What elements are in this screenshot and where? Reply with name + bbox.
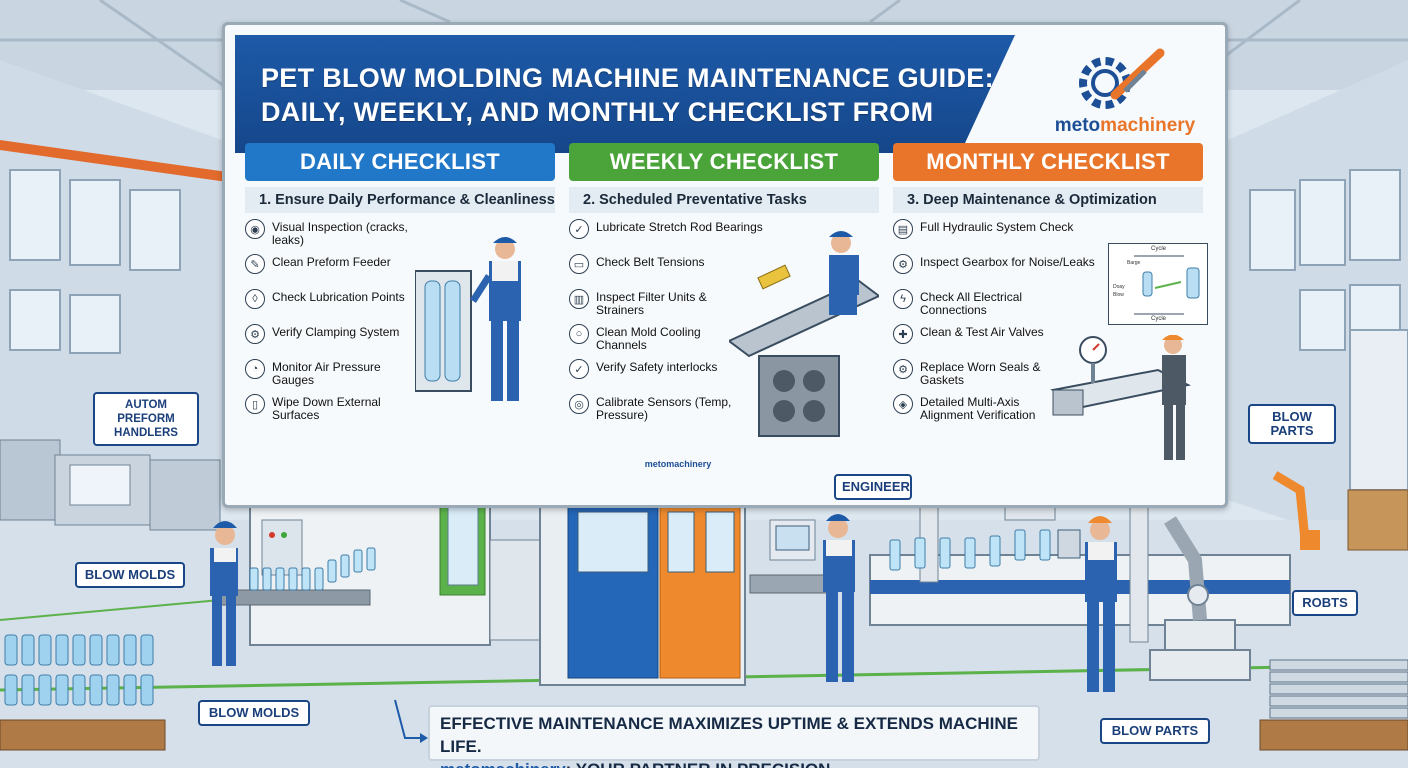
weekly-heading: WEEKLY CHECKLIST	[569, 143, 879, 181]
engineer-right	[1057, 516, 1117, 692]
bottom-banner: EFFECTIVE MAINTENANCE MAXIMIZES UPTIME &…	[428, 705, 1040, 768]
monthly-column: MONTHLY CHECKLIST 3. Deep Maintenance & …	[893, 143, 1208, 503]
spray-icon: ▯	[245, 394, 265, 414]
label-blow-molds-2: BLOW MOLDS	[198, 700, 310, 726]
page-title: PET BLOW MOLDING MACHINE MAINTENANCE GUI…	[261, 63, 994, 93]
weekly-subheading: 2. Scheduled Preventative Tasks	[569, 187, 879, 213]
page-subtitle: DAILY, WEEKLY, AND MONTHLY CHECKLIST FRO…	[261, 97, 934, 127]
lightning-icon: ϟ	[893, 289, 913, 309]
worker-center	[823, 514, 855, 682]
daily-items: ◉Visual Inspection (cracks, leaks) ✎Clea…	[245, 219, 555, 425]
gearbox-icon: ⚙	[893, 254, 913, 274]
banner-line1: EFFECTIVE MAINTENANCE MAXIMIZES UPTIME &…	[440, 714, 1019, 756]
gauge-icon: ◔	[245, 359, 265, 379]
list-item: ✚Clean & Test Air Valves	[893, 324, 1203, 355]
list-item: ✓Lubricate Stretch Rod Bearings	[569, 219, 879, 250]
list-item: ▭Check Belt Tensions	[569, 254, 879, 285]
cycle-diagram-arrows	[1134, 255, 1200, 315]
filter-icon: ▥	[569, 289, 589, 309]
drop-icon: ◊	[245, 289, 265, 309]
list-item: ◔Monitor Air Pressure Gauges	[245, 359, 555, 390]
gear-icon	[1079, 48, 1165, 109]
robot-arm	[1149, 516, 1251, 681]
list-item: ◈Detailed Multi-Axis Alignment Verificat…	[893, 394, 1203, 425]
daily-subheading: 1. Ensure Daily Performance & Cleanlines…	[245, 187, 555, 213]
check-icon: ✓	[569, 359, 589, 379]
sensor-icon: ◎	[569, 394, 589, 414]
valve-icon: ✚	[893, 324, 913, 344]
weekly-column: WEEKLY CHECKLIST 2. Scheduled Preventati…	[569, 143, 879, 503]
monthly-subheading: 3. Deep Maintenance & Optimization	[893, 187, 1203, 213]
daily-column: DAILY CHECKLIST 1. Ensure Daily Performa…	[245, 143, 555, 503]
gear-icon: ⚙	[245, 324, 265, 344]
daily-heading: DAILY CHECKLIST	[245, 143, 555, 181]
list-item: ◊Check Lubrication Points	[245, 289, 555, 320]
list-item: ◉Visual Inspection (cracks, leaks)	[245, 219, 555, 250]
brand-name: metomachinery	[1054, 115, 1196, 136]
bearing-mold-illustration	[729, 231, 879, 437]
brush-icon: ✎	[245, 254, 265, 274]
water-icon: ○	[569, 324, 589, 344]
label-autom-preform: AUTOM PREFORM HANDLERS	[93, 392, 199, 446]
label-blow-parts-2: BLOW PARTS	[1100, 718, 1210, 744]
cycle-diagram: Cycle Cycle Barge Doay Blow	[1108, 243, 1208, 325]
label-robts: ROBTS	[1292, 590, 1358, 616]
list-item: ⚙Verify Clamping System	[245, 324, 555, 355]
list-item: ▤Full Hydraulic System Check	[893, 219, 1203, 250]
banner-line2: metomachinery: YOUR PARTNER IN PRECISION	[440, 758, 1038, 768]
list-item: ✓Verify Safety interlocks	[569, 359, 879, 390]
seal-icon: ⚙	[893, 359, 913, 379]
list-item: ⚙Replace Worn Seals & Gaskets	[893, 359, 1203, 390]
list-item: ▥Inspect Filter Units & Strainers	[569, 289, 879, 320]
monthly-items: ▤Full Hydraulic System Check ⚙Inspect Ge…	[893, 219, 1203, 425]
label-blow-parts-1: BLOW PARTS	[1248, 404, 1336, 444]
list-item: ◎Calibrate Sensors (Temp, Pressure)	[569, 394, 879, 425]
list-item: ▯Wipe Down External Surfaces	[245, 394, 555, 425]
mold-worker-illustration	[415, 237, 521, 401]
label-engineer: ENGINEER	[834, 474, 912, 500]
maintenance-board: PET BLOW MOLDING MACHINE MAINTENANCE GUI…	[222, 22, 1228, 508]
machine-brand-label: metomachinery	[644, 459, 712, 469]
workbench-illustration	[1050, 335, 1192, 460]
hydraulic-icon: ▤	[893, 219, 913, 239]
list-item: ✎Clean Preform Feeder	[245, 254, 555, 285]
monthly-heading: MONTHLY CHECKLIST	[893, 143, 1203, 181]
alignment-icon: ◈	[893, 394, 913, 414]
brand-logo: metomachinery	[1035, 45, 1215, 145]
oil-can-icon: ✓	[569, 219, 589, 239]
label-blow-molds-1: BLOW MOLDS	[75, 562, 185, 588]
belt-icon: ▭	[569, 254, 589, 274]
header-banner: PET BLOW MOLDING MACHINE MAINTENANCE GUI…	[235, 35, 1015, 153]
list-item: ○Clean Mold Cooling Channels	[569, 324, 879, 355]
weekly-items: ✓Lubricate Stretch Rod Bearings ▭Check B…	[569, 219, 879, 425]
worker-left	[210, 521, 238, 666]
list-item: ⚙Inspect Gearbox for Noise/Leaks	[893, 254, 1203, 285]
eye-icon: ◉	[245, 219, 265, 239]
